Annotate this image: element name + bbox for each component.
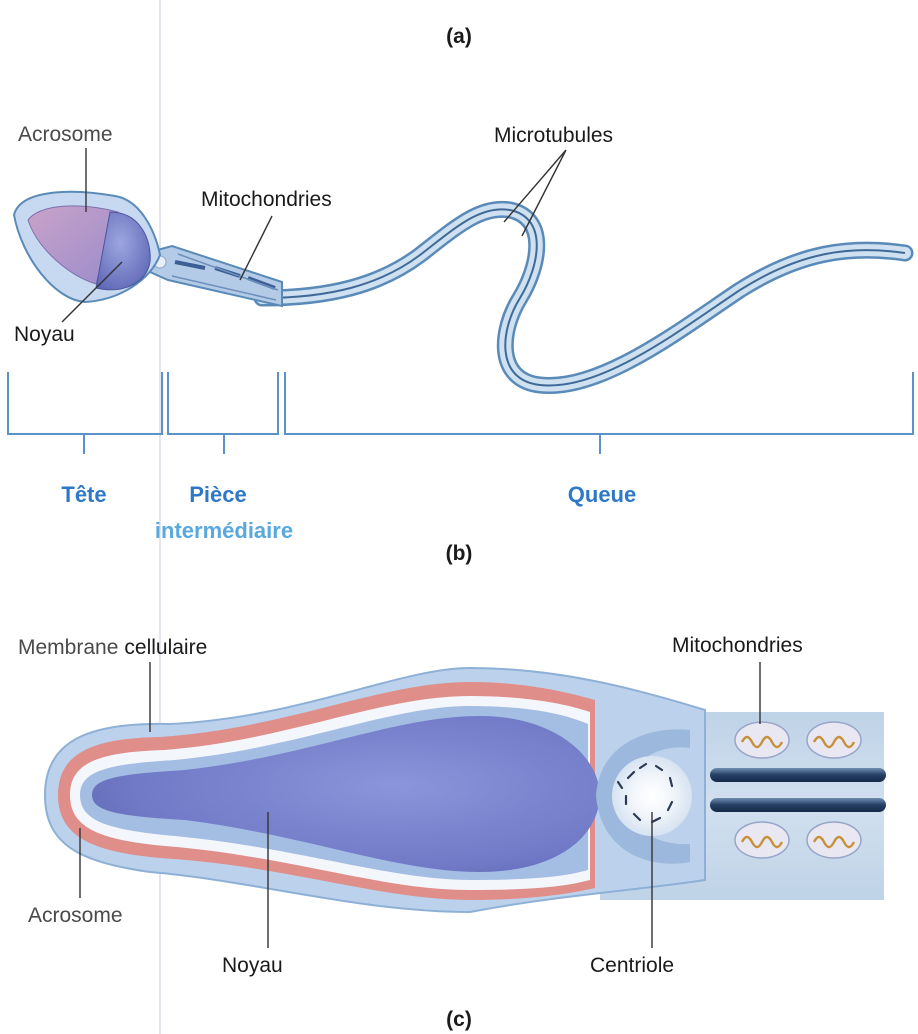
leader-mitochondries-a bbox=[240, 216, 272, 280]
axoneme-tube-1 bbox=[710, 768, 886, 782]
label-cellulaire-word: cellulaire bbox=[124, 636, 207, 659]
tail-outline bbox=[262, 209, 905, 385]
region-piece: Pièce bbox=[189, 482, 247, 507]
label-mitochondries-c: Mitochondries bbox=[672, 634, 803, 657]
axoneme-tube-2 bbox=[710, 798, 886, 812]
label-microtubules: Microtubules bbox=[494, 124, 613, 147]
panel-b-letter: (b) bbox=[446, 542, 473, 565]
sperm-whole-illustration bbox=[14, 192, 905, 386]
region-brackets bbox=[8, 372, 913, 454]
tail-membrane bbox=[262, 209, 905, 385]
bracket-piece bbox=[168, 372, 278, 434]
region-queue: Queue bbox=[568, 482, 636, 507]
label-mitochondries-a: Mitochondries bbox=[201, 188, 332, 211]
label-acrosome-c: Acrosome bbox=[28, 904, 123, 927]
label-membrane-word: Membrane bbox=[18, 636, 118, 659]
region-tete: Tête bbox=[61, 482, 106, 507]
label-noyau-a: Noyau bbox=[14, 323, 75, 346]
tail-microtubule-core bbox=[262, 209, 905, 385]
bracket-tete bbox=[8, 372, 162, 434]
label-centriole: Centriole bbox=[590, 954, 674, 977]
panel-c-letter: (c) bbox=[446, 1008, 472, 1031]
label-noyau-c: Noyau bbox=[222, 954, 283, 977]
region-intermediaire: intermédiaire bbox=[155, 518, 293, 543]
label-acrosome-a: Acrosome bbox=[18, 123, 113, 146]
panel-a-letter: (a) bbox=[446, 25, 472, 48]
label-membrane-cellulaire: Membrane cellulaire bbox=[18, 636, 207, 659]
